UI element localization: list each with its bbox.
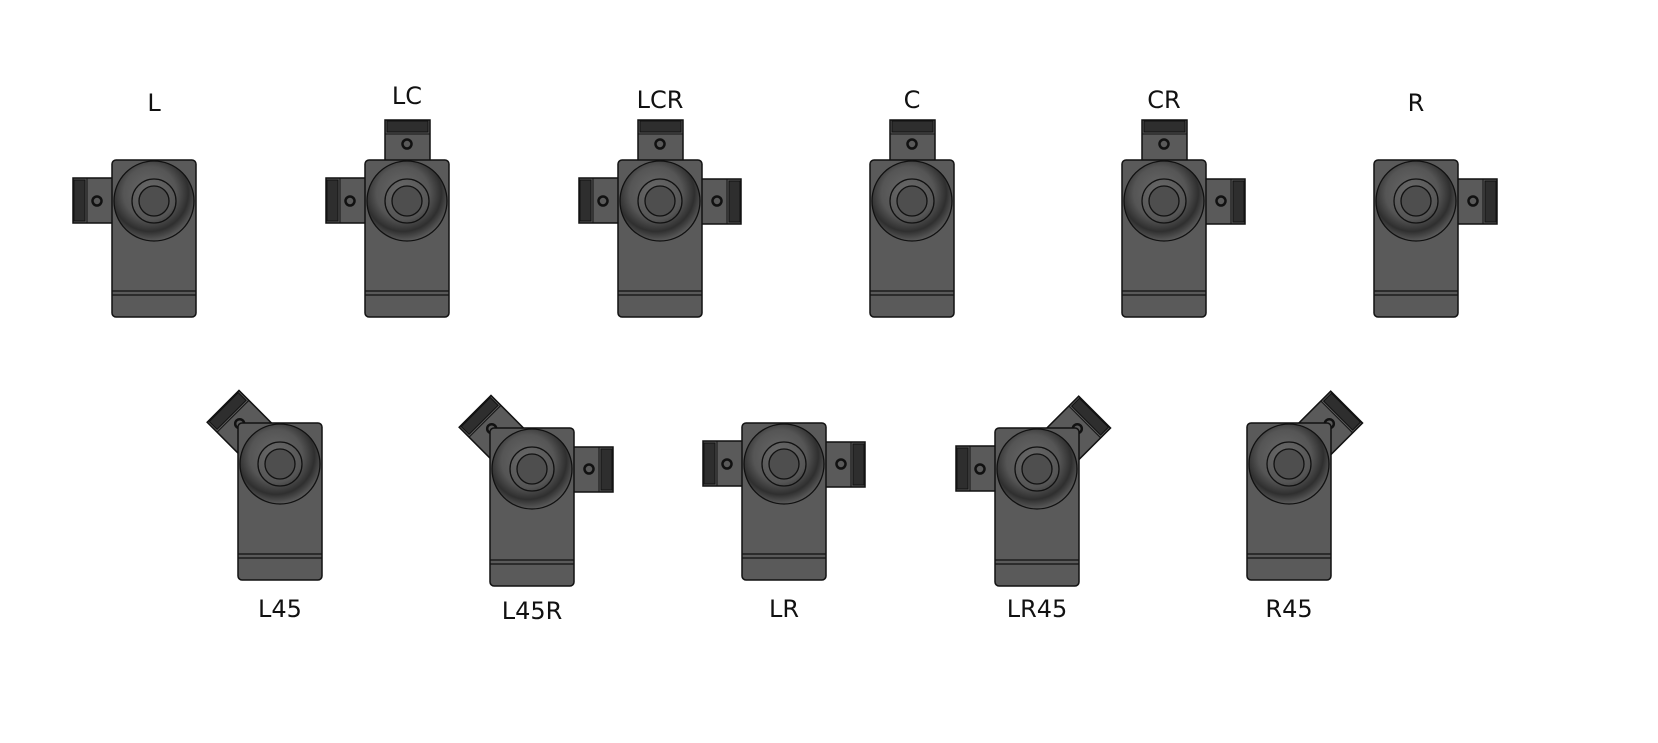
screw-hole-icon xyxy=(583,463,595,475)
screw-hole-icon xyxy=(91,195,103,207)
screw-hole-icon xyxy=(906,138,918,150)
screw-hole-icon xyxy=(401,138,413,150)
part-lc xyxy=(325,119,450,318)
mounting-tab-r xyxy=(562,446,614,493)
part-label: LR xyxy=(768,595,800,623)
part-l45r xyxy=(458,394,614,587)
part-label: L45R xyxy=(501,597,563,625)
part-label: C xyxy=(903,86,921,114)
part-label: LC xyxy=(391,82,423,110)
part-label: LR45 xyxy=(1006,595,1068,623)
part-cr xyxy=(1121,119,1246,318)
mounting-tab-l xyxy=(702,440,754,487)
mounting-tab-l xyxy=(72,177,124,224)
screw-hole-icon xyxy=(1467,195,1479,207)
screw-hole-icon xyxy=(1158,138,1170,150)
part-r45 xyxy=(1246,390,1364,581)
mounting-tab-l xyxy=(955,445,1007,492)
part-label: R xyxy=(1407,89,1425,117)
part-c xyxy=(869,119,955,318)
screw-hole-icon xyxy=(344,195,356,207)
screw-hole-icon xyxy=(835,458,847,470)
screw-hole-icon xyxy=(1215,195,1227,207)
part-r xyxy=(1373,159,1498,318)
screw-hole-icon xyxy=(711,195,723,207)
screw-hole-icon xyxy=(654,138,666,150)
screw-hole-icon xyxy=(974,463,986,475)
mounting-tab-r xyxy=(814,441,866,488)
part-l45 xyxy=(206,389,323,581)
part-label: LCR xyxy=(636,86,684,114)
part-lcr xyxy=(578,119,742,318)
part-label: L xyxy=(147,89,161,117)
part-lr45 xyxy=(955,395,1112,587)
mounting-tab-r xyxy=(690,178,742,225)
mounting-tab-l xyxy=(325,177,377,224)
part-label: R45 xyxy=(1265,595,1313,623)
screw-hole-icon xyxy=(597,195,609,207)
screw-hole-icon xyxy=(721,458,733,470)
part-label: L45 xyxy=(258,595,302,623)
mounting-tab-r xyxy=(1194,178,1246,225)
part-lr xyxy=(702,422,866,581)
part-label: CR xyxy=(1147,86,1181,114)
part-l xyxy=(72,159,197,318)
